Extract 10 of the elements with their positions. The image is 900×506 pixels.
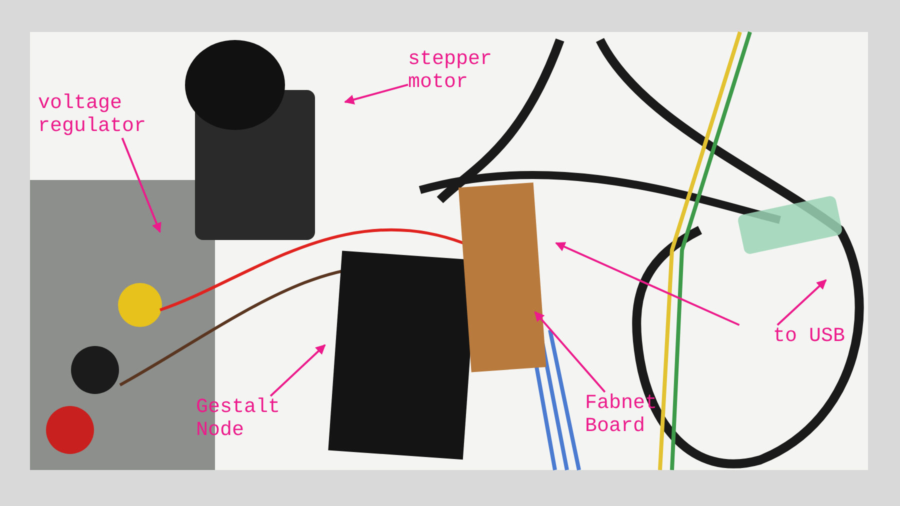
callout-label: voltage regulator bbox=[38, 92, 188, 138]
leader-arrow bbox=[344, 84, 408, 104]
leader-arrow bbox=[270, 344, 326, 397]
callout-label: Gestalt Node bbox=[196, 396, 296, 442]
callout-label: to USB bbox=[685, 325, 845, 348]
leader-arrow bbox=[555, 242, 740, 326]
leader-arrow bbox=[534, 311, 606, 393]
callout-label: stepper motor bbox=[408, 48, 508, 94]
leader-arrow bbox=[776, 279, 827, 326]
leader-arrow bbox=[121, 138, 162, 233]
